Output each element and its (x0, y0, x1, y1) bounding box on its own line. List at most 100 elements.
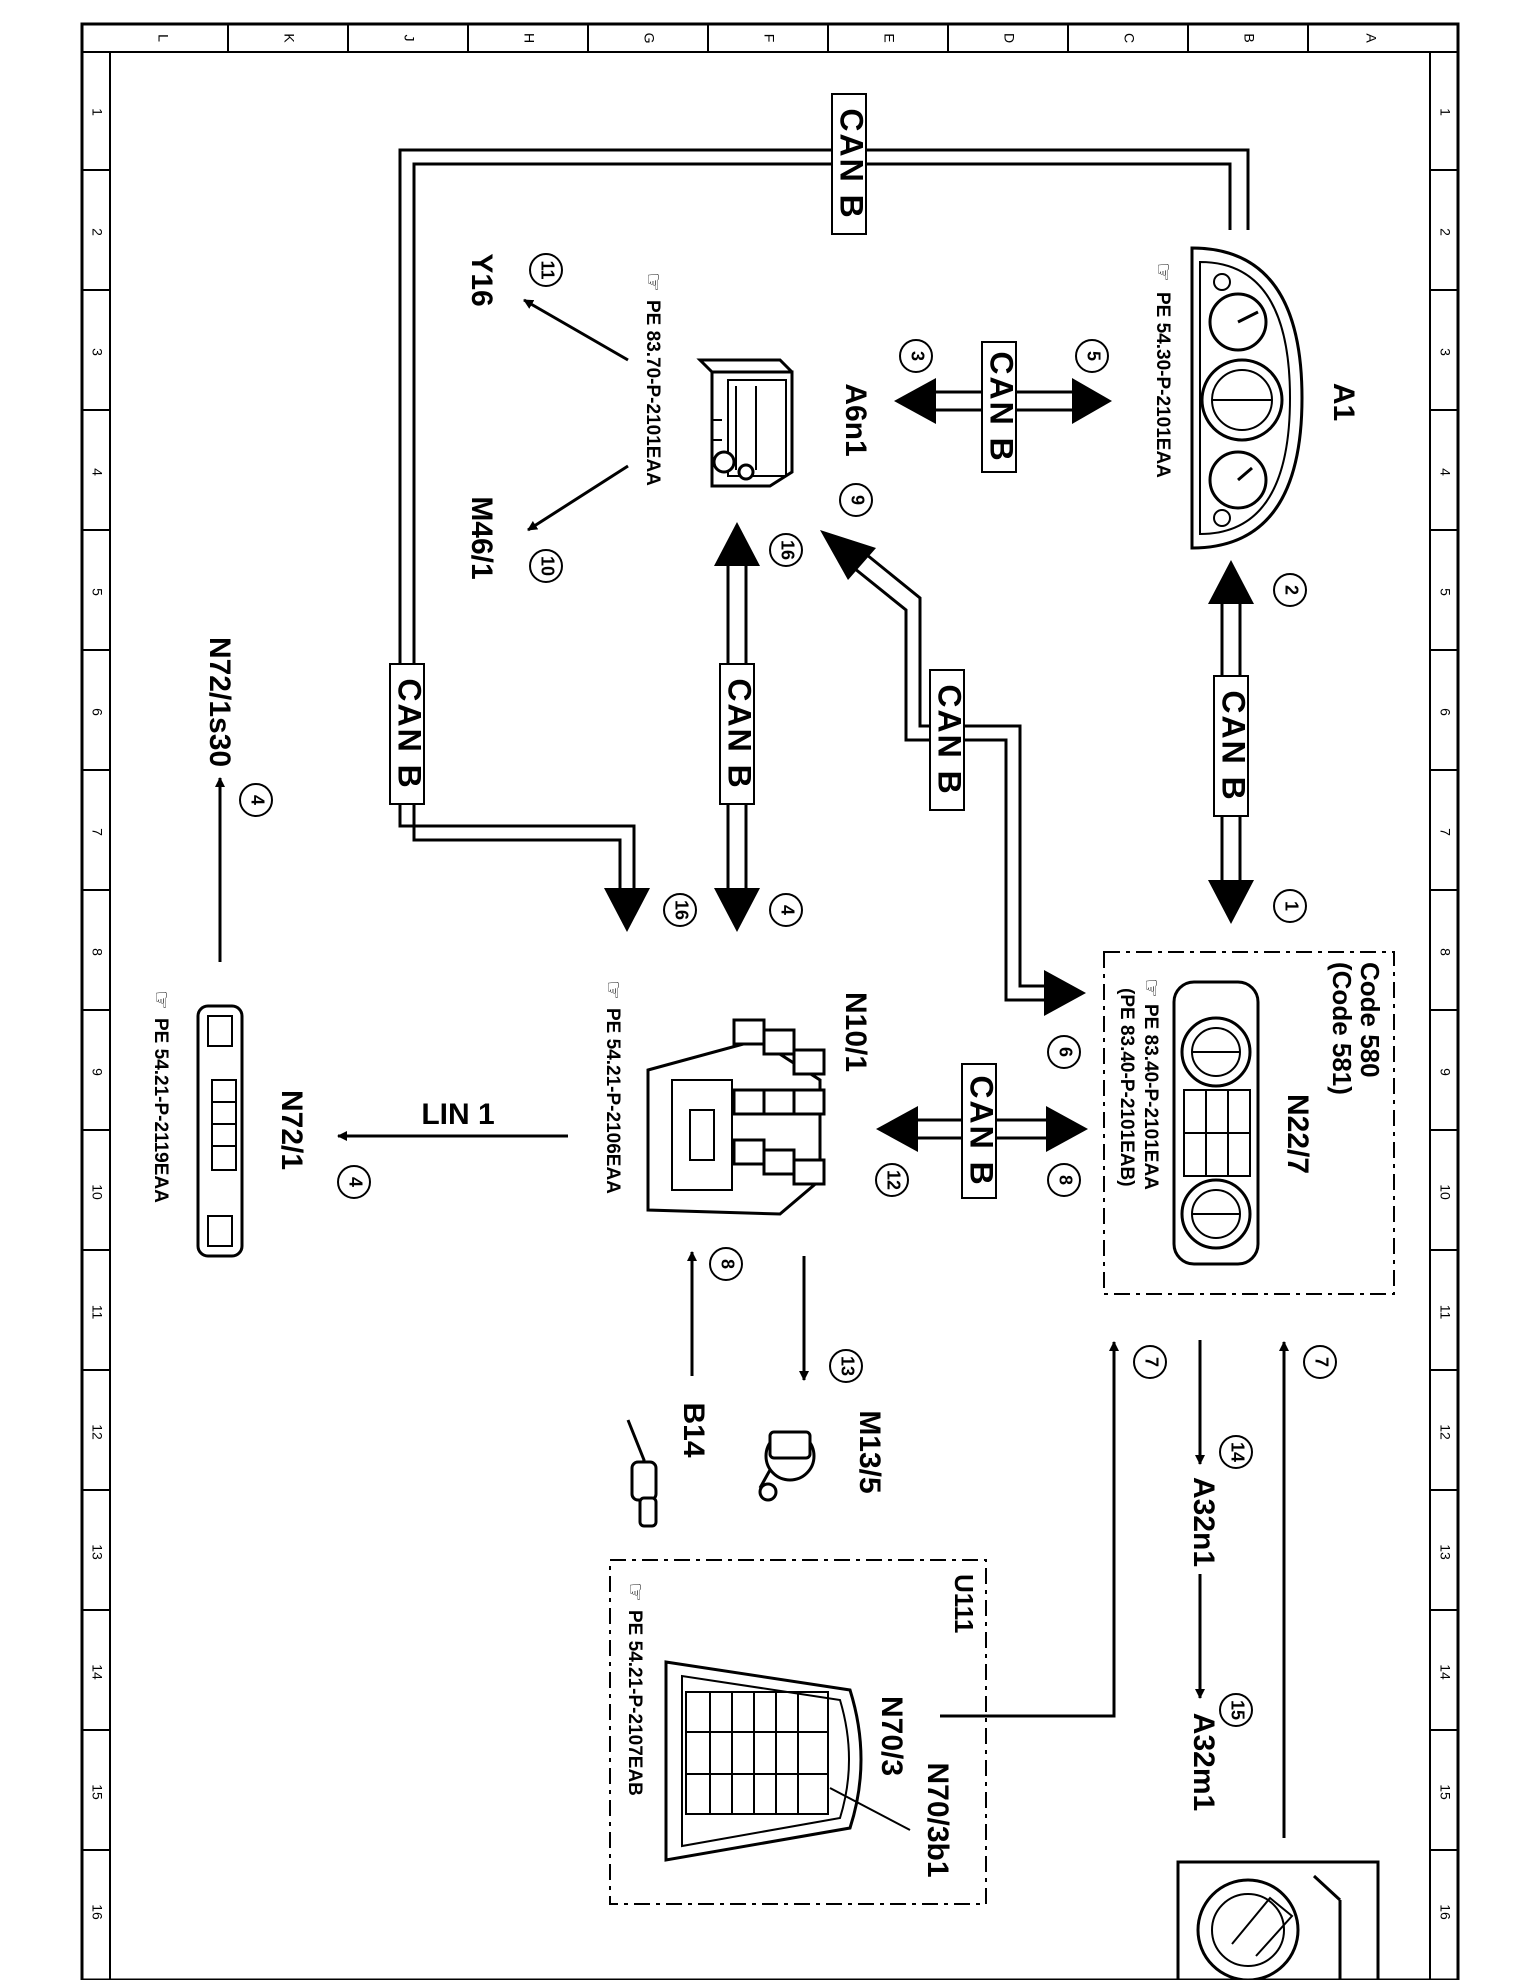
svg-text:7: 7 (1311, 1357, 1331, 1367)
grid-row-label-right: 3 (1437, 348, 1453, 356)
can-link-a1-n22: CAN B (1208, 560, 1254, 924)
grid-row-label-right: 7 (1437, 828, 1453, 836)
svg-text:9: 9 (847, 495, 867, 505)
label-u111: U111 (949, 1574, 979, 1633)
grid-row-label-right: 13 (1437, 1544, 1453, 1560)
module-n10-1 (646, 1018, 826, 1216)
can-b-label: CAN B (834, 108, 870, 219)
can-b-label-top: CAN B (831, 93, 870, 235)
svg-text:4: 4 (247, 795, 267, 805)
svg-text:1: 1 (1281, 901, 1301, 911)
label-a32m1: A32m1 (1187, 1713, 1220, 1811)
ref-n22-7-b: (PE 83.40-P-2101EAB) (1116, 988, 1137, 1187)
can-b-label: CAN B (722, 678, 758, 789)
grid-row-label-left: 5 (89, 588, 105, 596)
grid-row-ticks (82, 169, 1458, 1851)
label-a1: A1 (1327, 383, 1360, 421)
signal-marker: 4 (769, 893, 803, 927)
label-n72-1: N72/1 (275, 1090, 308, 1170)
can-link-n10-n22: CAN B (876, 1063, 1088, 1199)
pointer-icon: ☞ (601, 980, 626, 1000)
svg-text:2: 2 (1281, 585, 1301, 595)
signal-line-7-left (940, 1341, 1119, 1718)
ref-a6n1: PE 83.70-P-2101EAA (642, 300, 663, 486)
signal-marker: 10 (529, 549, 563, 583)
svg-text:13: 13 (837, 1356, 857, 1376)
grid-row-label-right: 1 (1437, 108, 1453, 116)
svg-text:4: 4 (345, 1177, 365, 1187)
signal-marker: 4 (239, 783, 273, 817)
label-a32n1: A32n1 (1187, 1477, 1220, 1567)
leader-n70-3b1 (829, 1787, 911, 1831)
svg-text:15: 15 (1227, 1700, 1247, 1720)
signal-marker: 4 (337, 1165, 371, 1199)
grid-row-labels: 1 1 2 2 3 3 4 4 5 5 6 6 7 7 8 8 9 9 10 1… (89, 108, 1453, 1920)
can-b-label-diagonal: CAN B (929, 669, 968, 811)
grid-row-label-right: 8 (1437, 948, 1453, 956)
signal-marker: 12 (875, 1163, 909, 1197)
grid-column-labels: L K J H G F E D C B A (155, 33, 1379, 44)
signal-marker: 1 (1273, 889, 1307, 923)
signal-marker: 16 (663, 893, 697, 927)
grid-col-label: A (1363, 33, 1379, 43)
grid-col-label: B (1241, 33, 1257, 42)
grid-col-label: L (155, 34, 171, 42)
grid-row-label-left: 13 (89, 1544, 105, 1560)
grid-row-label-left: 7 (89, 828, 105, 836)
grid-col-label: K (281, 33, 297, 43)
grid-row-label-left: 1 (89, 108, 105, 116)
ref-n22-7-a: PE 83.40-P-2101EAA (1140, 1004, 1161, 1190)
grid-row-label-right: 15 (1437, 1784, 1453, 1800)
ref-n10-1: PE 54.21-P-2106EAA (602, 1008, 623, 1194)
diagram-frame (80, 22, 1460, 1980)
svg-text:12: 12 (883, 1170, 903, 1190)
grid-row-label-left: 14 (89, 1664, 105, 1680)
ref-a1: PE 54.30-P-2101EAA (1152, 292, 1173, 478)
motor-m13-5 (758, 1430, 816, 1502)
signal-marker: 13 (829, 1349, 863, 1383)
label-y16: Y16 (465, 253, 498, 306)
grid-row-label-right: 11 (1437, 1305, 1453, 1320)
label-n22-7: N22/7 (1281, 1094, 1314, 1174)
svg-text:10: 10 (537, 556, 557, 576)
grid-col-label: E (881, 33, 897, 42)
grid-row-label-right: 12 (1437, 1424, 1453, 1440)
arrowhead (1044, 970, 1086, 1016)
signal-marker: 8 (1047, 1163, 1081, 1197)
grid-row-label-left: 6 (89, 708, 105, 716)
module-a6n1 (696, 358, 794, 488)
can-link-a6n1-n10: CAN B (714, 522, 760, 932)
sensor-b14 (626, 1419, 658, 1528)
label-n72-1s30: N72/1s30 (203, 637, 236, 767)
svg-text:6: 6 (1055, 1047, 1075, 1057)
grid-row-label-right: 10 (1437, 1184, 1453, 1200)
module-n22-7 (1172, 980, 1260, 1266)
svg-text:3: 3 (907, 351, 927, 361)
pointer-icon: ☞ (623, 1582, 648, 1602)
arrow-to-y16 (523, 298, 629, 362)
ignition-switch (1176, 1860, 1380, 1980)
can-link-a6n1-horizontal: CAN B (894, 341, 1112, 473)
svg-text:8: 8 (717, 1259, 737, 1269)
code-581: (Code 581) (1327, 962, 1357, 1095)
can-b-label: CAN B (932, 684, 968, 795)
grid-row-label-left: 8 (89, 948, 105, 956)
signal-marker: 16 (769, 533, 803, 567)
signal-marker: 6 (1047, 1035, 1081, 1069)
signal-marker: 2 (1273, 573, 1307, 607)
label-n70-3: N70/3 (875, 1696, 908, 1776)
pointer-icon: ☞ (1139, 978, 1164, 998)
svg-text:16: 16 (777, 540, 797, 560)
grid-column-ticks (227, 24, 1309, 52)
grid-row-label-right: 16 (1437, 1904, 1453, 1920)
instrument-cluster-a1 (1190, 246, 1304, 550)
label-m46-1: M46/1 (465, 496, 498, 579)
can-bus-top-loop (398, 148, 1250, 900)
svg-text:14: 14 (1227, 1442, 1247, 1462)
svg-text:7: 7 (1141, 1357, 1161, 1367)
signal-marker: 8 (709, 1247, 743, 1281)
module-n70-3 (664, 1660, 863, 1862)
grid-row-label-right: 4 (1437, 468, 1453, 476)
signal-marker: 3 (899, 339, 933, 373)
label-m13-5: M13/5 (853, 1410, 886, 1493)
